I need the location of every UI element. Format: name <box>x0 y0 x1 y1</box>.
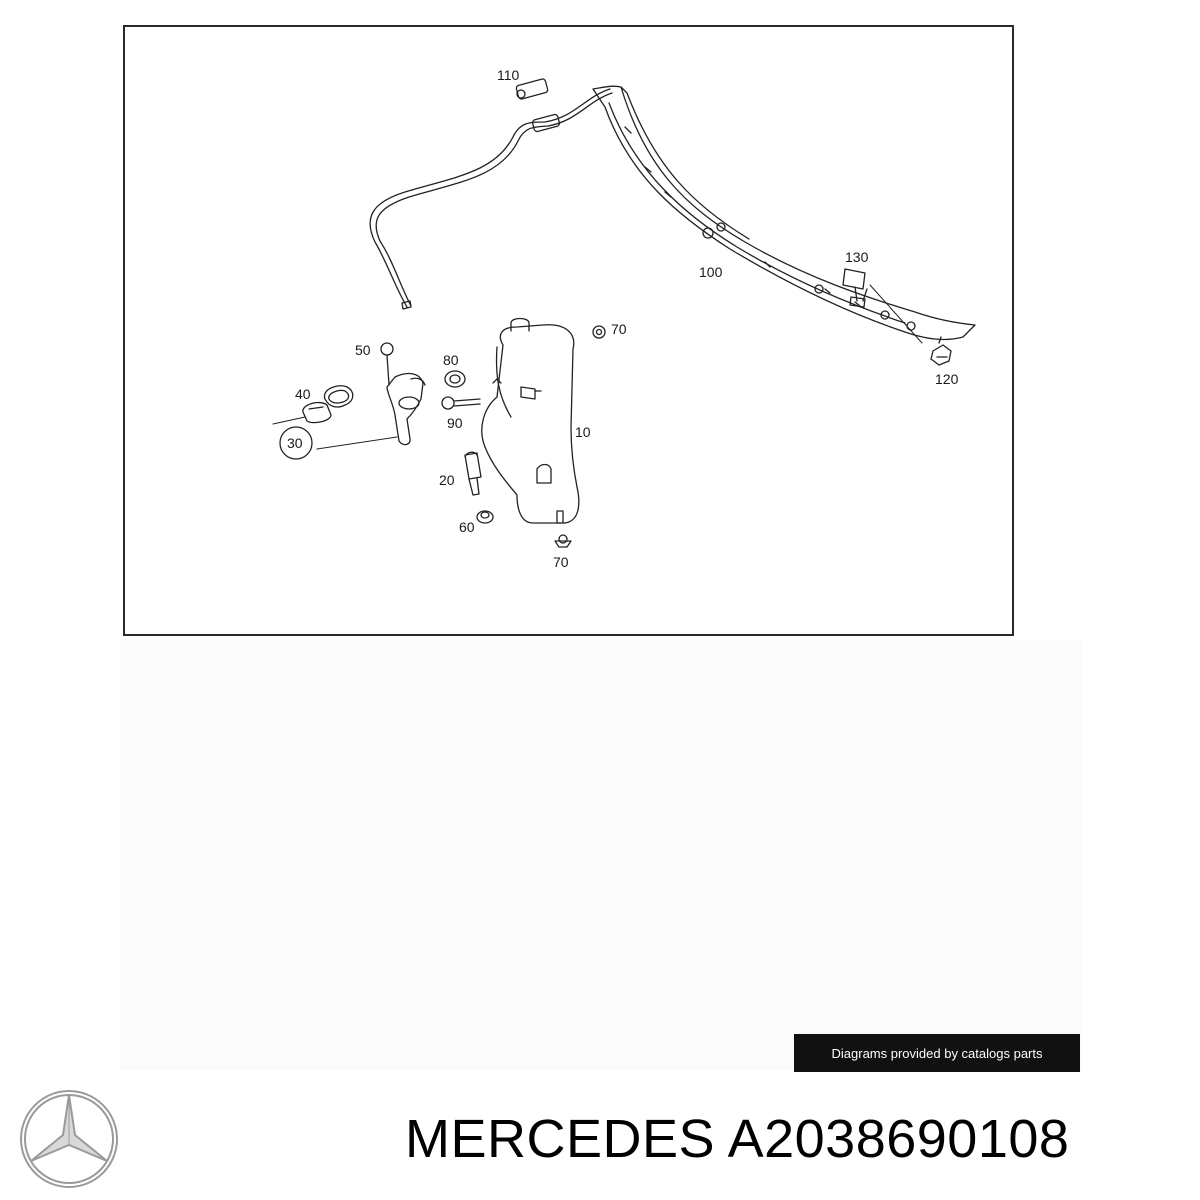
part-40-seal-ring <box>323 385 354 408</box>
part-80-grommet <box>444 370 466 388</box>
part-50-filler-neck <box>380 342 426 446</box>
credit-badge: Diagrams provided by catalogs parts <box>794 1034 1080 1072</box>
callout-50: 50 <box>355 342 371 358</box>
part-30-filler-cap <box>272 401 398 450</box>
callout-80: 80 <box>443 352 459 368</box>
part-70-grommet-lower <box>554 534 572 548</box>
callout-40: 40 <box>295 386 311 402</box>
washer-hose <box>369 88 613 310</box>
callout-70-upper: 70 <box>611 321 627 337</box>
part-110-connector <box>515 78 561 133</box>
part-90-bolt <box>441 396 481 410</box>
callout-110: 110 <box>497 67 520 83</box>
callout-20: 20 <box>439 472 455 488</box>
part-10-reservoir <box>481 317 580 524</box>
callout-30: 30 <box>287 435 303 451</box>
part-caption: MERCEDES A2038690108 <box>405 1108 1195 1170</box>
parts-diagram-drawing: 110 100 130 120 50 40 30 80 90 70 10 20 … <box>272 67 976 570</box>
part-130-clip <box>842 268 923 344</box>
callout-90: 90 <box>447 415 463 431</box>
callout-120: 120 <box>935 371 959 387</box>
callout-130: 130 <box>845 249 869 265</box>
mercedes-star-icon <box>18 1088 120 1195</box>
backdrop <box>120 640 1082 1070</box>
callout-circle-30 <box>279 426 313 460</box>
part-60-grommet <box>476 510 494 524</box>
callout-70-lower: 70 <box>553 554 569 570</box>
callout-10: 10 <box>575 424 591 440</box>
part-70-grommet-upper <box>592 325 606 339</box>
brand-name: MERCEDES <box>405 1109 716 1169</box>
callout-100: 100 <box>699 264 723 280</box>
part-100-cowl-trim <box>592 85 976 341</box>
part-20-washer-pump <box>464 451 482 496</box>
part-120-screw <box>930 336 952 366</box>
callout-60: 60 <box>459 519 475 535</box>
part-number: A2038690108 <box>727 1109 1070 1169</box>
parts-diagram: 110 100 130 120 50 40 30 80 90 70 10 20 … <box>123 25 1014 636</box>
